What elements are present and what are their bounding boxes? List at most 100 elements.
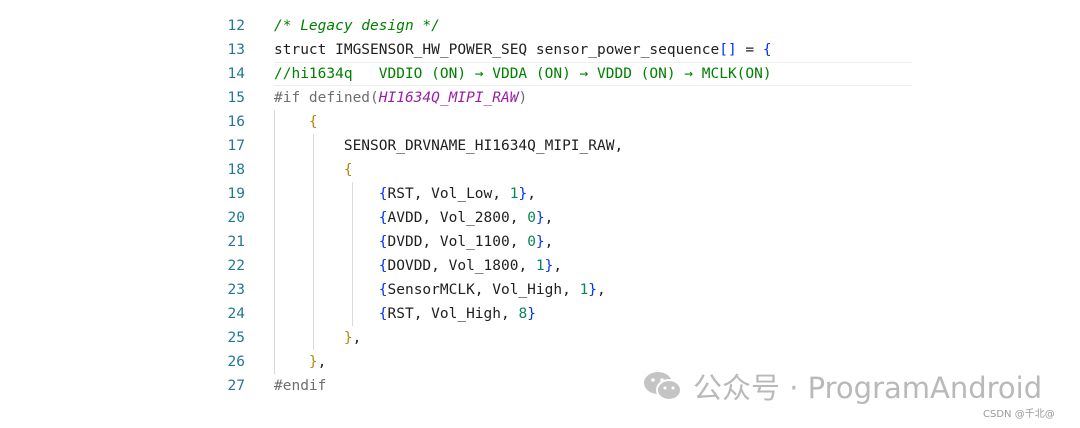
code-token: } bbox=[588, 282, 598, 298]
code-token: /* Legacy design */ bbox=[274, 18, 440, 34]
code-text: //hi1634q VDDIO (ON) → VDDA (ON) → VDDD … bbox=[274, 62, 772, 86]
code-line[interactable]: 22 {DOVDD, Vol_1800, 1}, bbox=[0, 254, 1080, 278]
code-token bbox=[274, 354, 309, 370]
code-token: { bbox=[378, 306, 388, 322]
code-token: { bbox=[308, 114, 318, 130]
code-line[interactable]: 23 {SensorMCLK, Vol_High, 1}, bbox=[0, 278, 1080, 302]
indent-guide-level2 bbox=[313, 134, 314, 350]
code-token: } bbox=[343, 330, 353, 346]
code-line[interactable]: 15 #if defined(HI1634Q_MIPI_RAW) bbox=[0, 86, 1080, 110]
code-token: HI1634Q_MIPI_RAW bbox=[378, 90, 519, 106]
code-token bbox=[274, 114, 309, 130]
code-line[interactable]: 17 SENSOR_DRVNAME_HI1634Q_MIPI_RAW, bbox=[0, 134, 1080, 158]
code-token: DOVDD, Vol_1800, bbox=[387, 258, 536, 274]
code-line[interactable]: 13 struct IMGSENSOR_HW_POWER_SEQ sensor_p… bbox=[0, 38, 1080, 62]
code-text: {DOVDD, Vol_1800, 1}, bbox=[274, 254, 562, 278]
line-number: 19 bbox=[227, 186, 245, 202]
line-number: 15 bbox=[227, 90, 245, 106]
code-line[interactable]: 26 }, bbox=[0, 350, 1080, 374]
code-token bbox=[274, 162, 344, 178]
code-token: AVDD, Vol_2800, bbox=[387, 210, 528, 226]
code-token: , bbox=[553, 258, 563, 274]
code-token: RST, Vol_High, bbox=[387, 306, 519, 322]
code-text: {RST, Vol_High, 8} bbox=[274, 302, 536, 326]
current-line-highlight bbox=[274, 62, 912, 86]
code-text: {SensorMCLK, Vol_High, 1}, bbox=[274, 278, 606, 302]
line-number: 13 bbox=[227, 42, 245, 58]
code-line[interactable]: 20 {AVDD, Vol_2800, 0}, bbox=[0, 206, 1080, 230]
code-token: , bbox=[352, 330, 362, 346]
code-text: /* Legacy design */ bbox=[274, 14, 440, 38]
code-token: //hi1634q VDDIO (ON) → VDDA (ON) → VDDD … bbox=[274, 66, 772, 82]
code-token: #endif bbox=[274, 378, 327, 394]
code-token: 1 bbox=[509, 186, 519, 202]
line-number: 17 bbox=[227, 138, 245, 154]
code-token: , bbox=[527, 186, 536, 202]
code-token: } bbox=[535, 210, 545, 226]
code-token: { bbox=[378, 282, 388, 298]
code-token: 0 bbox=[527, 210, 536, 226]
code-token: 0 bbox=[527, 234, 536, 250]
code-token: } bbox=[308, 354, 318, 370]
line-number: 20 bbox=[227, 210, 245, 226]
line-number: 21 bbox=[227, 234, 245, 250]
code-token: } bbox=[518, 186, 528, 202]
code-token: struct IMGSENSOR_HW_POWER_SEQ sensor_pow… bbox=[274, 42, 720, 58]
code-text: #endif bbox=[274, 374, 326, 398]
code-token: #if defined( bbox=[274, 90, 379, 106]
code-text: }, bbox=[274, 326, 361, 350]
code-token: SENSOR_DRVNAME_HI1634Q_MIPI_RAW, bbox=[274, 138, 624, 154]
line-number: 22 bbox=[227, 258, 245, 274]
line-number: 24 bbox=[227, 306, 245, 322]
code-text: {RST, Vol_Low, 1}, bbox=[274, 182, 536, 206]
code-line[interactable]: 19 {RST, Vol_Low, 1}, bbox=[0, 182, 1080, 206]
code-token bbox=[274, 282, 379, 298]
line-number: 16 bbox=[227, 114, 245, 130]
code-line[interactable]: 12/* Legacy design */ bbox=[0, 14, 1080, 38]
code-token: DVDD, Vol_1100, bbox=[387, 234, 528, 250]
code-text: SENSOR_DRVNAME_HI1634Q_MIPI_RAW, bbox=[274, 134, 623, 158]
code-token: { bbox=[378, 210, 388, 226]
indent-guide-level3 bbox=[352, 182, 353, 326]
code-token bbox=[274, 210, 379, 226]
code-line[interactable]: 16 { bbox=[0, 110, 1080, 134]
line-number: 18 bbox=[227, 162, 245, 178]
code-token: { bbox=[762, 42, 772, 58]
line-number: 14 bbox=[227, 66, 245, 82]
code-text: {AVDD, Vol_2800, 0}, bbox=[274, 206, 554, 230]
line-number: 25 bbox=[227, 330, 245, 346]
code-text: { bbox=[274, 158, 353, 182]
code-text: { bbox=[274, 110, 318, 134]
code-token: , bbox=[544, 234, 554, 250]
code-token bbox=[274, 186, 379, 202]
code-token: = bbox=[736, 42, 763, 58]
line-number: 27 bbox=[227, 378, 245, 394]
code-token bbox=[274, 330, 344, 346]
code-line[interactable]: 24 {RST, Vol_High, 8} bbox=[0, 302, 1080, 326]
code-token: { bbox=[378, 186, 388, 202]
code-line[interactable]: 14 //hi1634q VDDIO (ON) → VDDA (ON) → VDD… bbox=[0, 62, 1080, 86]
code-line[interactable]: 25 }, bbox=[0, 326, 1080, 350]
code-token: 8 bbox=[518, 306, 528, 322]
line-number: 23 bbox=[227, 282, 245, 298]
code-editor[interactable]: 12/* Legacy design */ 13 struct IMGSENSOR_… bbox=[0, 14, 1080, 394]
code-line[interactable]: 18 { bbox=[0, 158, 1080, 182]
code-token: SensorMCLK, Vol_High, bbox=[387, 282, 580, 298]
code-token: , bbox=[597, 282, 606, 298]
line-number: 26 bbox=[227, 354, 245, 370]
code-line[interactable]: 21 {DVDD, Vol_1100, 0}, bbox=[0, 230, 1080, 254]
code-token: , bbox=[544, 210, 554, 226]
code-token: ) bbox=[518, 90, 528, 106]
code-token: { bbox=[378, 234, 388, 250]
code-token: 1 bbox=[579, 282, 589, 298]
code-text: #if defined(HI1634Q_MIPI_RAW) bbox=[274, 86, 527, 110]
wechat-icon bbox=[644, 372, 682, 401]
code-token: [] bbox=[719, 42, 737, 58]
code-token: { bbox=[378, 258, 388, 274]
watermark-text: 公众号 · ProgramAndroid bbox=[693, 371, 1043, 405]
code-token: } bbox=[535, 234, 545, 250]
code-token bbox=[274, 258, 379, 274]
code-text: }, bbox=[274, 350, 326, 374]
code-token: { bbox=[343, 162, 353, 178]
code-line[interactable]: 27 #endif bbox=[0, 374, 1080, 398]
